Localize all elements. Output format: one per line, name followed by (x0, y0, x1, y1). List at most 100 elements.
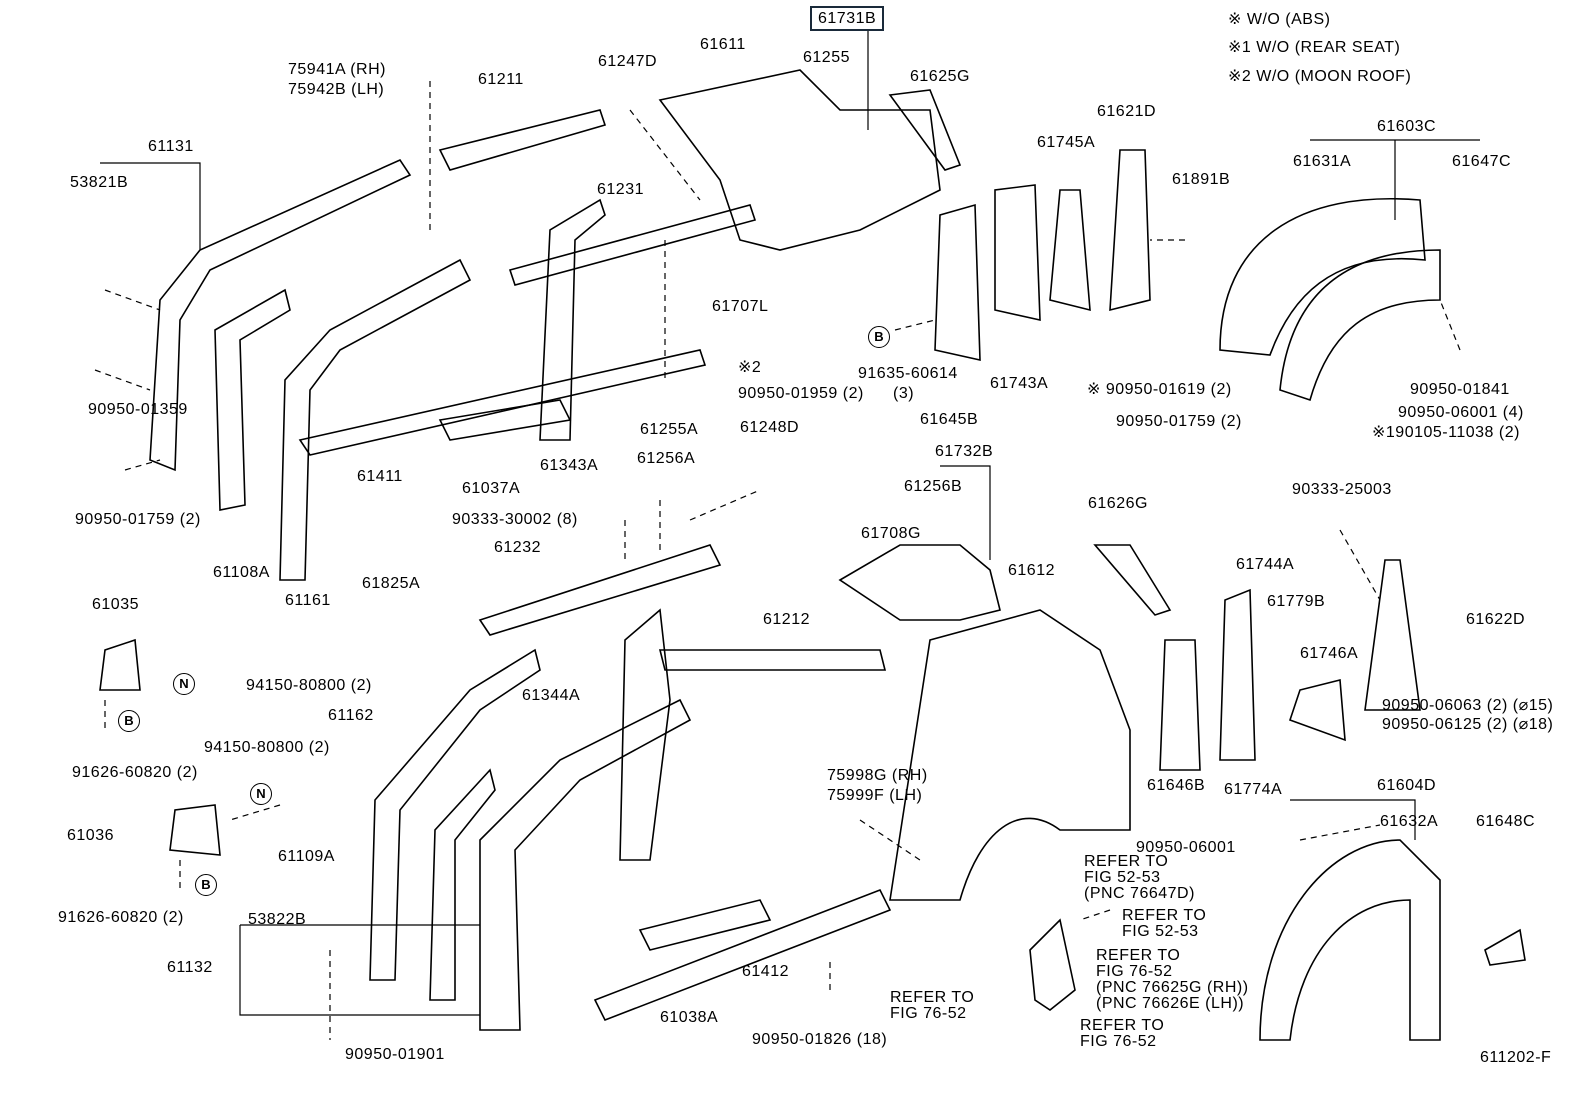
part-label: 61037A (462, 480, 521, 497)
part-61108a (214, 288, 291, 511)
part-label: 61161 (285, 592, 331, 609)
part-mudguard (1029, 918, 1076, 1011)
part-label: 91626-60820 (2) (58, 909, 184, 926)
part-61743a (994, 184, 1041, 322)
part-label: 90333-30002 (8) (452, 511, 578, 528)
part-label: 75942B (LH) (288, 81, 385, 98)
part-61132 (479, 698, 692, 1031)
part-label: 90950-01759 (2) (1116, 413, 1242, 430)
part-61131 (149, 158, 412, 472)
part-label: 90950-06001 (4) (1398, 404, 1524, 421)
part-61708g (838, 544, 1001, 621)
part-label: 61604D (1377, 777, 1437, 794)
part-label: 61645B (920, 411, 979, 428)
part-label: 75941A (RH) (288, 61, 386, 78)
part-61603c (1279, 249, 1441, 402)
part-label: 61248D (740, 419, 800, 436)
part-label: 90950-06001 (1136, 839, 1236, 856)
part-label: 61744A (1236, 556, 1295, 573)
part-label: 90333-25003 (1292, 481, 1392, 498)
part-label: 61621D (1097, 103, 1157, 120)
part-61626g (1093, 544, 1172, 616)
figure-id: 611202-F (1480, 1049, 1552, 1066)
part-label: 61411 (357, 468, 403, 485)
part-label: 53821B (70, 174, 129, 191)
part-61645b (934, 203, 981, 362)
part-61746a (1288, 678, 1346, 742)
part-label: 61211 (478, 71, 524, 88)
part-label: 53822B (248, 911, 307, 928)
part-label: 90950-01759 (2) (75, 511, 201, 528)
part-label: 61132 (167, 959, 213, 976)
part-label: 61343A (540, 457, 599, 474)
part-61109a (429, 768, 496, 1001)
part-label: 61626G (1088, 495, 1148, 512)
part-label: 61255 (803, 49, 850, 66)
circled-marker: N (250, 783, 272, 805)
part-label: 61162 (328, 707, 374, 724)
part-61611 (658, 69, 941, 251)
part-label: 61603C (1377, 118, 1437, 135)
part-label: 91626-60820 (2) (72, 764, 198, 781)
part-61232 (478, 544, 722, 636)
part-label: 75999F (LH) (827, 787, 923, 804)
part-label: REFER TO FIG 76-52 (890, 989, 975, 1022)
part-label: 61131 (148, 138, 194, 155)
part-61038a (638, 899, 772, 951)
part-61344a (619, 608, 671, 861)
part-label: ※ 90950-01619 (2) (1087, 381, 1232, 398)
part-label: 90950-01841 (1410, 381, 1510, 398)
part-61035 (99, 638, 141, 691)
part-61632a (1259, 839, 1441, 1041)
part-61161 (279, 258, 472, 581)
part-label: 61108A (213, 564, 270, 581)
part-61625g (888, 89, 962, 171)
part-label: 61622D (1466, 611, 1526, 628)
part-label: 91635-60614 (858, 365, 958, 382)
part-label: 61035 (92, 596, 139, 613)
part-label: 61255A (640, 421, 699, 438)
part-61646b (1159, 639, 1201, 771)
part-label: 61779B (1267, 593, 1326, 610)
circled-marker: B (118, 710, 140, 732)
legend-note: ※1 W/O (REAR SEAT) (1228, 39, 1401, 56)
part-label: 61109A (278, 848, 335, 865)
legend-note: ※2 W/O (MOON ROOF) (1228, 68, 1412, 85)
part-label: 61743A (990, 375, 1049, 392)
part-label: 61647C (1452, 153, 1512, 170)
circled-marker: B (195, 874, 217, 896)
part-label: 61611 (700, 36, 746, 53)
part-61621d (1109, 149, 1151, 312)
part-label: ※2 (738, 359, 762, 376)
part-label: 90950-01959 (2) (738, 385, 864, 402)
circled-marker: B (868, 326, 890, 348)
part-61231 (508, 204, 757, 286)
part-61211 (438, 109, 607, 171)
highlighted-part-label: 61731B (810, 6, 885, 31)
part-61212 (658, 649, 887, 671)
part-label: 90950-06125 (2) (⌀18) (1382, 716, 1554, 733)
part-61162 (369, 648, 541, 981)
part-label: 90950-01826 (18) (752, 1031, 888, 1048)
part-61745a (1049, 189, 1091, 312)
circled-marker: N (173, 673, 195, 695)
part-61622d (1364, 559, 1421, 711)
part-61631a (1219, 198, 1426, 356)
part-label: (3) (893, 385, 915, 402)
part-label: 94150-80800 (2) (204, 739, 330, 756)
part-label: 61231 (597, 181, 644, 198)
part-label: 61036 (67, 827, 114, 844)
part-label: REFER TO FIG 52-53 (PNC 76647D) (1084, 853, 1195, 902)
part-label: 61256A (637, 450, 696, 467)
part-61037a (438, 399, 572, 441)
part-label: 75998G (RH) (827, 767, 928, 784)
part-61343a (539, 198, 606, 441)
part-61412 (593, 888, 892, 1022)
part-label: ※190105-11038 (2) (1372, 424, 1520, 441)
part-61612 (889, 609, 1131, 901)
part-61036 (169, 804, 221, 856)
part-label: 61212 (763, 611, 810, 628)
part-label: 61612 (1008, 562, 1055, 579)
part-label: 61256B (904, 478, 963, 495)
